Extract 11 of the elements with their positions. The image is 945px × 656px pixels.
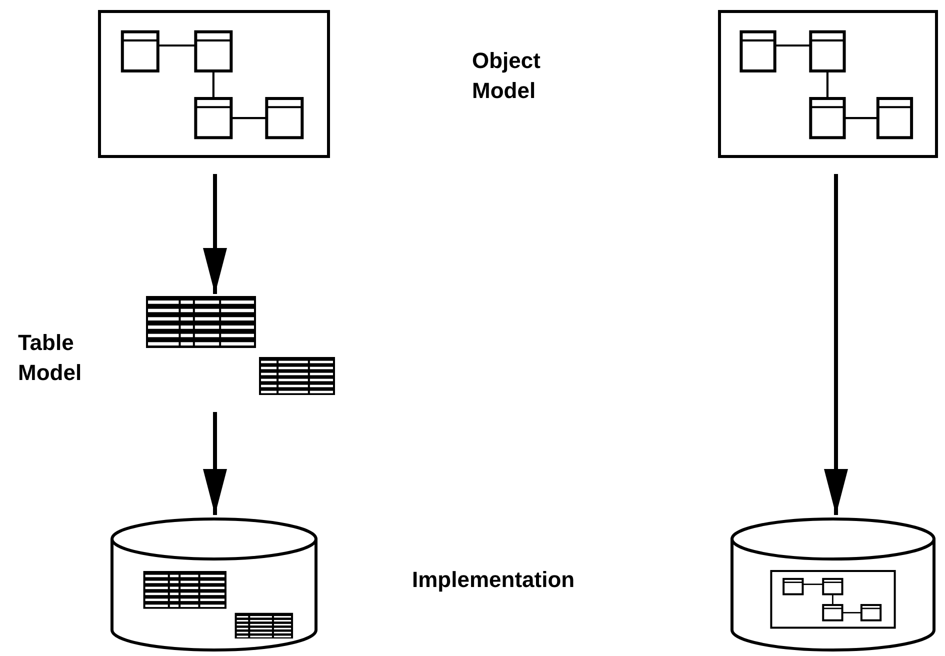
database-cylinder-drawing — [730, 517, 936, 652]
caption-label: Implementation — [412, 566, 576, 594]
arrow — [203, 412, 227, 515]
class-diagram-drawing — [718, 10, 938, 158]
caption-label: Object Model — [472, 47, 542, 105]
tables-drawing — [146, 296, 336, 396]
arrow — [203, 174, 227, 294]
database-cylinder-drawing — [110, 517, 318, 652]
class-diagram-drawing — [98, 10, 330, 158]
caption-label: Table Model — [18, 329, 83, 387]
arrow — [824, 174, 848, 515]
